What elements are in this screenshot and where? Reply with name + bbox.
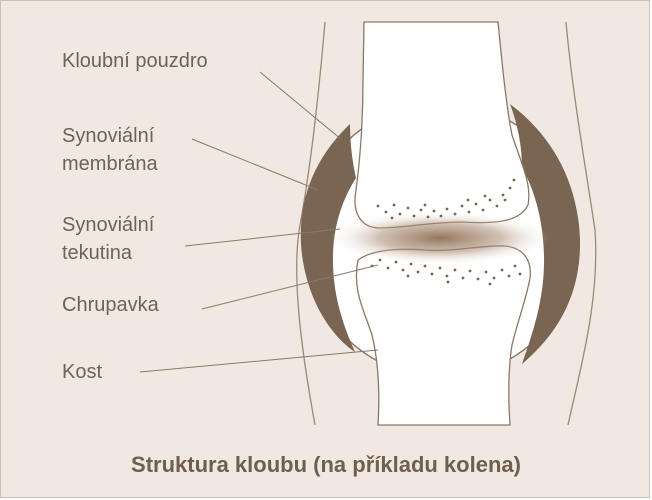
tibia-bone (356, 246, 530, 425)
label-bone: Kost (62, 361, 102, 383)
synovial-fluid (330, 212, 550, 264)
label-cartilage: Chrupavka (62, 294, 160, 316)
leader-line-capsule (260, 72, 342, 140)
diagram-caption: Struktura kloubu (na příkladu kolena) (131, 452, 521, 477)
label-membrane-line1: Synoviální (62, 125, 155, 147)
label-membrane-line2: membrána (62, 153, 158, 175)
label-capsule: Kloubní pouzdro (62, 50, 208, 72)
label-fluid-line1: Synoviální (62, 214, 155, 236)
femur-bone (355, 22, 529, 228)
label-fluid-line2: tekutina (62, 242, 133, 264)
leader-line-bone (140, 350, 378, 372)
leader-line-membrane (192, 139, 318, 190)
